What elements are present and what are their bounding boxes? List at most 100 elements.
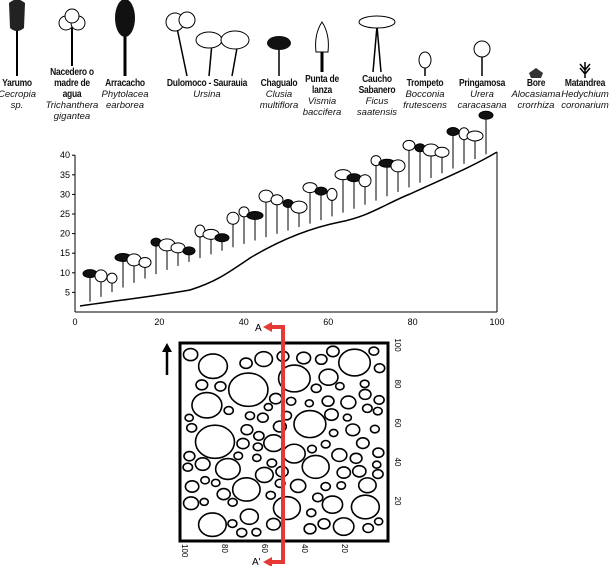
plot-bottom-tick: 80: [220, 544, 229, 553]
stone: [197, 512, 228, 538]
stone: [371, 460, 382, 469]
scientific-name: Bocconia: [405, 89, 445, 100]
scientific-name: Phytolacea: [101, 89, 149, 100]
stone: [345, 423, 361, 437]
scientific-name: Urera: [470, 89, 494, 100]
scientific-name: Ficus: [365, 96, 389, 107]
stone: [373, 363, 386, 374]
stone: [336, 466, 352, 480]
common-name: Sabanero: [358, 85, 396, 96]
dark-tall-tree-icon: [9, 0, 25, 76]
stone: [311, 492, 324, 503]
stone: [325, 345, 340, 358]
stone: [371, 468, 384, 480]
stone: [240, 423, 254, 436]
stone: [285, 396, 297, 407]
stone: [182, 347, 199, 362]
stone: [227, 518, 238, 529]
stone: [266, 458, 278, 468]
stone: [216, 487, 232, 501]
plot-right-tick: 60: [393, 419, 402, 428]
tree-crown: [238, 206, 250, 218]
common-name: Yarumo: [2, 78, 32, 89]
stone: [342, 413, 353, 422]
x-tick-label: 0: [72, 317, 77, 327]
stone: [282, 443, 306, 464]
common-name: Trompeto: [406, 78, 444, 89]
stone: [182, 496, 200, 511]
stone: [252, 442, 264, 452]
plot-right-tick: 100: [393, 338, 402, 352]
common-name: lanza: [311, 85, 332, 96]
stone: [320, 439, 331, 449]
stone: [277, 364, 311, 393]
scientific-name: saatensis: [356, 107, 398, 118]
herb-icon: [579, 62, 591, 78]
tree-crown: [214, 233, 230, 243]
stone: [265, 517, 282, 531]
section-arrow-top-icon: [263, 322, 272, 332]
common-name: Nacedero o: [50, 67, 94, 78]
section-label-a-prime: A': [252, 557, 261, 566]
profile-vegetation: [82, 110, 494, 302]
stone: [362, 522, 375, 534]
stone: [197, 353, 229, 380]
y-tick-label: 20: [60, 229, 70, 239]
dark-crown-tree-icon: [267, 36, 291, 76]
common-name: Chagualo: [260, 78, 298, 89]
stone: [227, 497, 238, 507]
stone: [199, 497, 210, 507]
plot-bottom-tick: 100: [180, 544, 189, 558]
section-label-a: A: [255, 323, 262, 334]
scientific-name: multiflora: [259, 100, 299, 111]
stone: [369, 424, 381, 434]
stone: [334, 381, 345, 391]
stone: [200, 475, 211, 485]
scientific-name: baccifera: [302, 107, 342, 118]
tree-crown: [402, 139, 416, 151]
stone: [184, 480, 200, 494]
scientific-name: Cecropia: [0, 89, 37, 100]
scientific-name: sp.: [10, 100, 24, 111]
y-tick-label: 25: [60, 209, 70, 219]
stone: [301, 454, 330, 480]
umbrella-tree-icon: [358, 15, 396, 73]
stone: [303, 523, 317, 535]
scientific-name: Vismia: [307, 96, 337, 107]
stone: [252, 430, 265, 442]
stone: [361, 403, 373, 414]
stone: [320, 481, 332, 492]
stone: [318, 368, 339, 386]
common-name: Pringamosa: [458, 78, 506, 89]
stone: [251, 527, 262, 537]
y-tick-label: 30: [60, 189, 70, 199]
stone: [195, 379, 209, 391]
stone: [265, 490, 277, 500]
stone: [223, 405, 235, 416]
stone: [323, 408, 339, 422]
stone: [227, 372, 269, 408]
scientific-name: crorrhiza: [517, 100, 555, 111]
stone: [183, 450, 196, 462]
stone: [191, 391, 223, 419]
stone: [256, 412, 270, 424]
stone: [236, 437, 250, 450]
stone: [337, 348, 372, 377]
plot-bottom-tick: 60: [260, 544, 269, 553]
small-tree-icon: [418, 51, 432, 76]
tree-crown: [138, 256, 152, 268]
terrain-profile-line: [79, 151, 498, 307]
y-tick-label: 5: [65, 287, 70, 297]
stone: [349, 452, 363, 465]
stone: [185, 422, 198, 433]
stone: [210, 478, 221, 488]
